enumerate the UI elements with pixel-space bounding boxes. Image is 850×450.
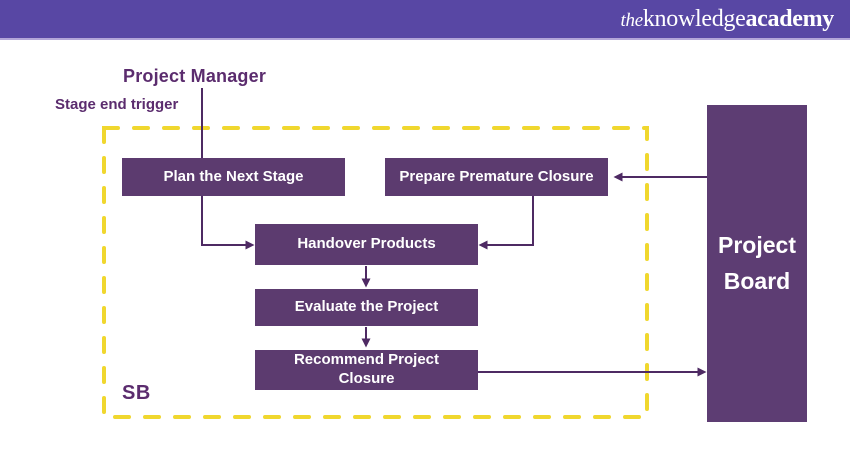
- node-label: Handover Products: [297, 235, 436, 253]
- node-label: Prepare Premature Closure: [399, 167, 594, 185]
- top-banner: theknowledgeacademy: [0, 0, 850, 40]
- node-label: Recommend Project Closure: [293, 351, 440, 387]
- node-label: Plan the Next Stage: [163, 167, 304, 185]
- project-manager-label: Project Manager: [123, 66, 267, 86]
- sb-label: SB: [122, 382, 151, 404]
- logo-the: the: [620, 10, 644, 31]
- stage-boundary-dashed-box: [102, 126, 649, 419]
- node-plan-the-next-stage: Plan the Next Stage: [122, 158, 345, 196]
- node-evaluate-the-project: Evaluate the Project: [255, 289, 478, 326]
- node-handover-products: Handover Products: [255, 224, 478, 265]
- node-recommend-project-closure: Recommend Project Closure: [255, 350, 478, 390]
- logo-academy: academy: [745, 6, 834, 32]
- connector-plan-to-handover: [201, 196, 255, 250]
- node-label: Evaluate the Project: [294, 298, 439, 316]
- node-label: Project Board: [718, 231, 796, 294]
- logo-knowledge: knowledge: [642, 6, 746, 32]
- node-prepare-premature-closure: Prepare Premature Closure: [385, 158, 608, 196]
- knowledge-academy-logo: theknowledgeacademy: [620, 0, 835, 38]
- connector-premature-to-handover: [478, 196, 534, 250]
- stage-end-trigger-label: Stage end trigger: [55, 96, 179, 113]
- node-project-board: Project Board: [707, 105, 807, 422]
